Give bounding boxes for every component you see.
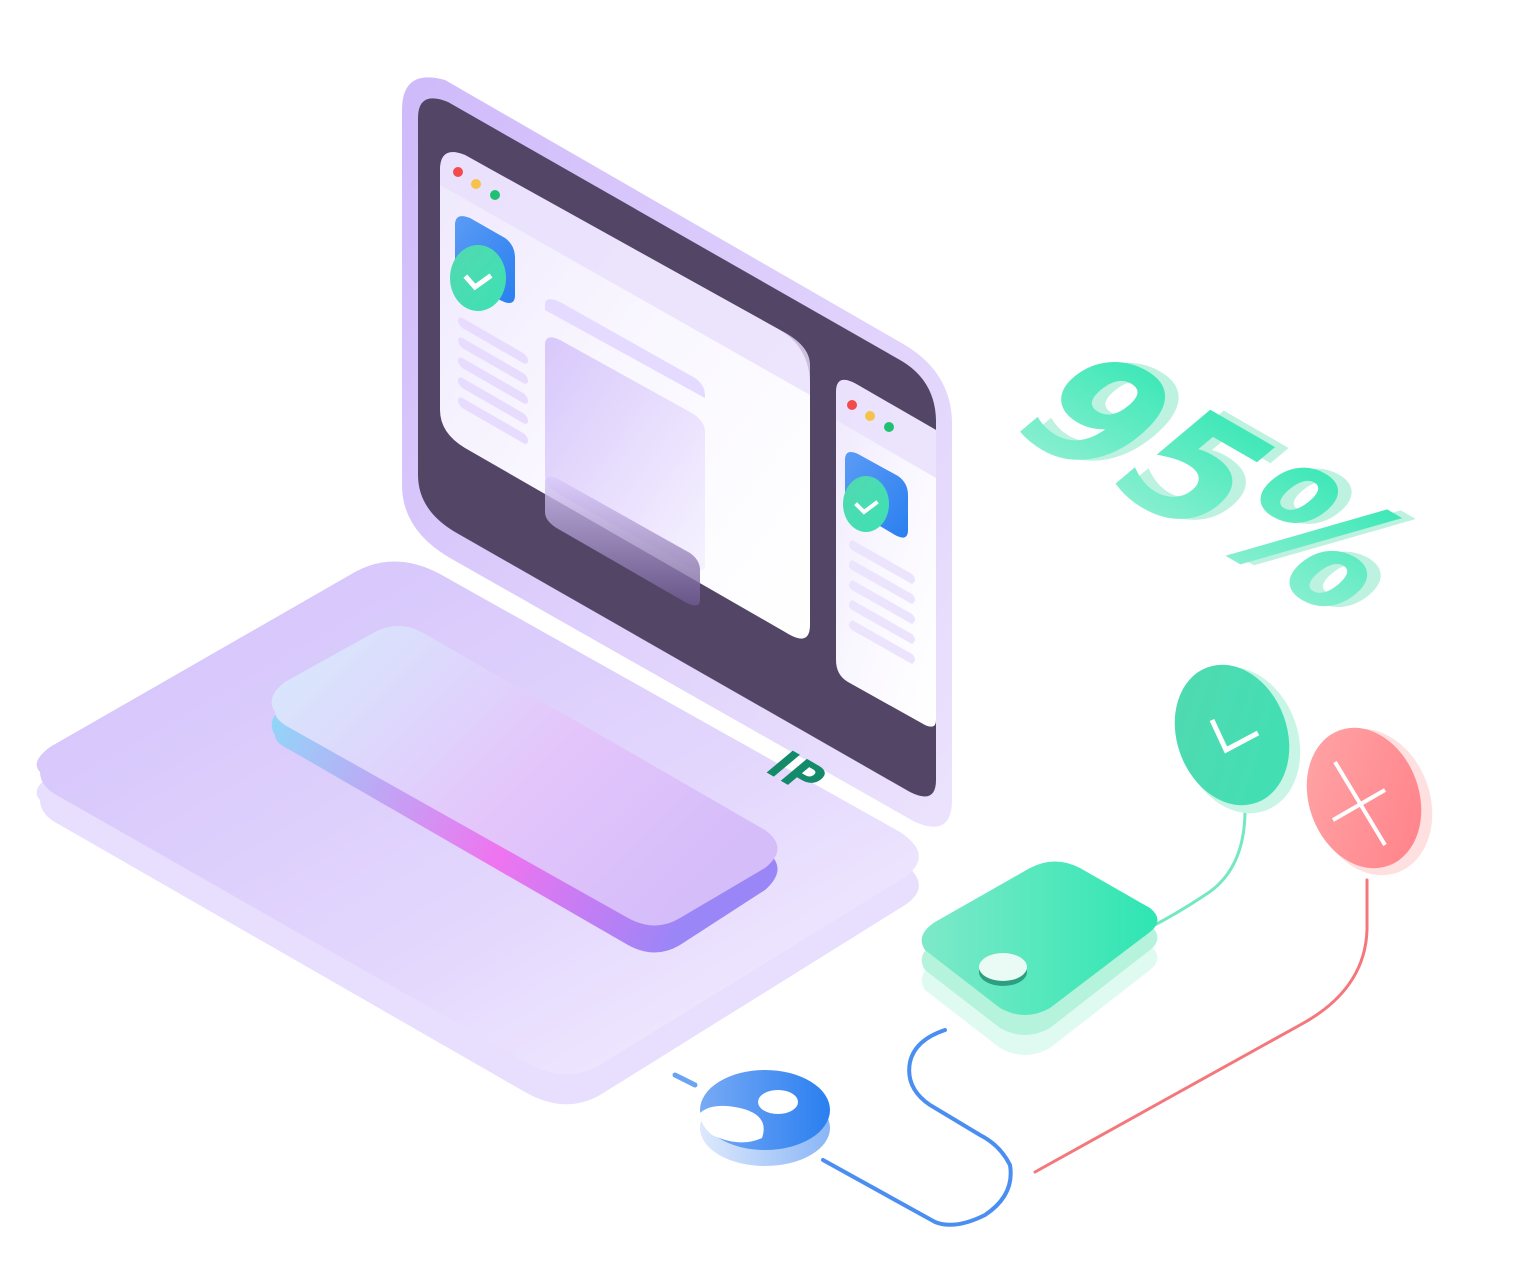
window-minimize-dot <box>471 179 481 189</box>
verified-badge-icon <box>450 216 515 311</box>
browser-window-main <box>440 152 810 639</box>
wires <box>672 808 1369 1227</box>
verified-badge-icon <box>843 452 908 538</box>
success-check-icon <box>1174 664 1301 814</box>
window-maximize-dot <box>490 190 500 200</box>
percentage-stat: 95% 95% <box>973 324 1470 644</box>
failure-cross-icon <box>1306 727 1433 876</box>
sidebar-lines <box>458 317 528 444</box>
user-node-icon <box>700 1070 830 1166</box>
window-close-dot <box>453 167 463 177</box>
trackpad <box>271 625 778 953</box>
browser-window-side <box>836 379 936 727</box>
